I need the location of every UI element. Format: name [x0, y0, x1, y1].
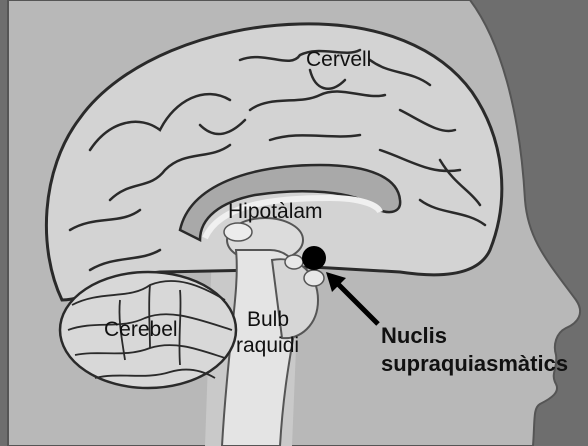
pituitary — [304, 270, 324, 286]
label-hypothalamus: Hipotàlam — [228, 200, 323, 224]
label-scn-line1: Nuclis — [381, 322, 447, 349]
label-cerebellum: Cerebel — [104, 318, 178, 342]
scn-marker — [302, 246, 326, 270]
mammillary-body — [285, 255, 303, 269]
label-cerebrum: Cervell — [306, 48, 371, 72]
label-medulla-line1: Bulb — [247, 308, 289, 332]
label-medulla-line2: raquidi — [236, 334, 299, 358]
optic-bulge — [224, 223, 252, 241]
label-scn-line2: supraquiasmàtics — [381, 350, 568, 377]
